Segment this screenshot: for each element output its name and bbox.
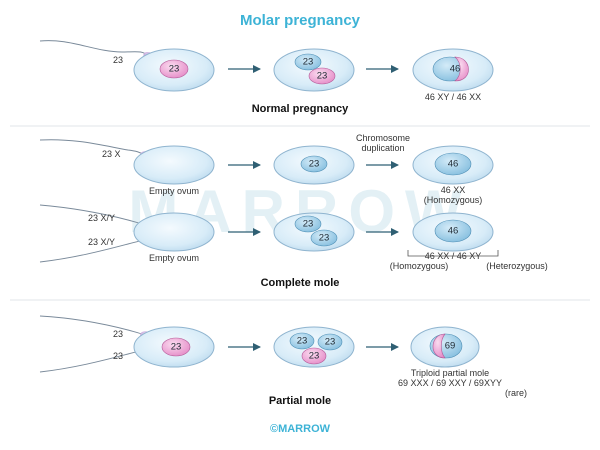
nucleus-label: 23 — [303, 219, 314, 230]
nucleus-label: 23 — [303, 57, 314, 68]
karyotype-result: 46 XY / 46 XX — [425, 92, 481, 102]
sperm-chromosome-label: 23 X — [102, 149, 121, 159]
sperm-chromosome-label: 23 — [113, 351, 123, 361]
nucleus-label: 23 — [297, 336, 308, 347]
karyotype-result-note: (Homozygous) — [390, 261, 449, 271]
sperm-chromosome-label: 23 — [113, 55, 123, 65]
karyotype-result: 46 XX — [441, 185, 466, 195]
section-heading: Partial mole — [269, 395, 331, 407]
sperm-chromosome-label: 23 X/Y — [88, 237, 115, 247]
section-heading: Normal pregnancy — [252, 103, 349, 115]
section-heading: Complete mole — [261, 277, 340, 289]
complete-mole-section: 23 X Empty ovum 23 Chromosome duplicatio… — [39, 133, 548, 289]
ovum-pronucleus-pink — [308, 67, 336, 85]
sperm-chromosome-label: 23 X/Y — [88, 213, 115, 223]
empty-ovum — [133, 212, 215, 252]
page-title: Molar pregnancy — [240, 12, 361, 29]
nucleus-label: 23 — [309, 351, 320, 362]
nucleus-label: 23 — [169, 64, 180, 75]
ovum-nucleus-pink — [159, 59, 189, 79]
brand-logo-text: ©MARROW — [270, 423, 331, 435]
karyotype-result-note: (rare) — [505, 388, 527, 398]
ovum-nucleus-pink — [161, 337, 191, 357]
karyotype-result: 46 XX / 46 XY — [425, 251, 482, 261]
karyotype-result-note: (Heterozygous) — [486, 261, 548, 271]
zygote-nucleus-blue — [434, 152, 472, 176]
nucleus-label: 23 — [325, 337, 336, 348]
ovum-pronucleus-pink — [301, 347, 327, 365]
sperm-pronucleus-blue — [289, 332, 315, 350]
normal-pregnancy-section: 23 23 23 23 46 46 XY / 46 XX Normal preg… — [39, 40, 494, 115]
nucleus-label: 23 — [319, 233, 330, 244]
zygote-nucleus-pink-half — [454, 56, 469, 82]
nucleus-label: 46 — [450, 64, 461, 75]
karyotype-result: 69 XXX / 69 XXY / 69XYY — [398, 378, 502, 388]
empty-ovum — [133, 145, 215, 185]
nucleus-label: 23 — [171, 342, 182, 353]
partial-mole-section: 23 23 23 23 23 23 69 Triploid partial mo… — [39, 315, 527, 407]
nucleus-label: 69 — [445, 341, 456, 352]
sperm-pronucleus-blue — [294, 215, 322, 233]
nucleus-label: 46 — [448, 159, 459, 170]
zygote-nucleus-blue — [434, 219, 472, 243]
ovum-label: Empty ovum — [149, 253, 199, 263]
karyotype-result-title: Triploid partial mole — [411, 368, 489, 378]
sperm-chromosome-label: 23 — [113, 329, 123, 339]
sperm-pronucleus-blue — [310, 229, 338, 247]
nucleus-label: 23 — [317, 71, 328, 82]
nucleus-label: 46 — [448, 226, 459, 237]
result-bracket — [407, 250, 499, 257]
annotation-line-2: duplication — [361, 143, 404, 153]
annotation-line-1: Chromosome — [356, 133, 410, 143]
sperm-pronucleus-blue — [300, 155, 328, 173]
sperm-pronucleus-blue — [294, 53, 322, 71]
karyotype-result-note: (Homozygous) — [424, 195, 483, 205]
nucleus-label: 23 — [309, 159, 320, 170]
ovum-label: Empty ovum — [149, 186, 199, 196]
zygote-nucleus-pink-half — [432, 333, 446, 359]
sperm-pronucleus-blue — [317, 333, 343, 351]
